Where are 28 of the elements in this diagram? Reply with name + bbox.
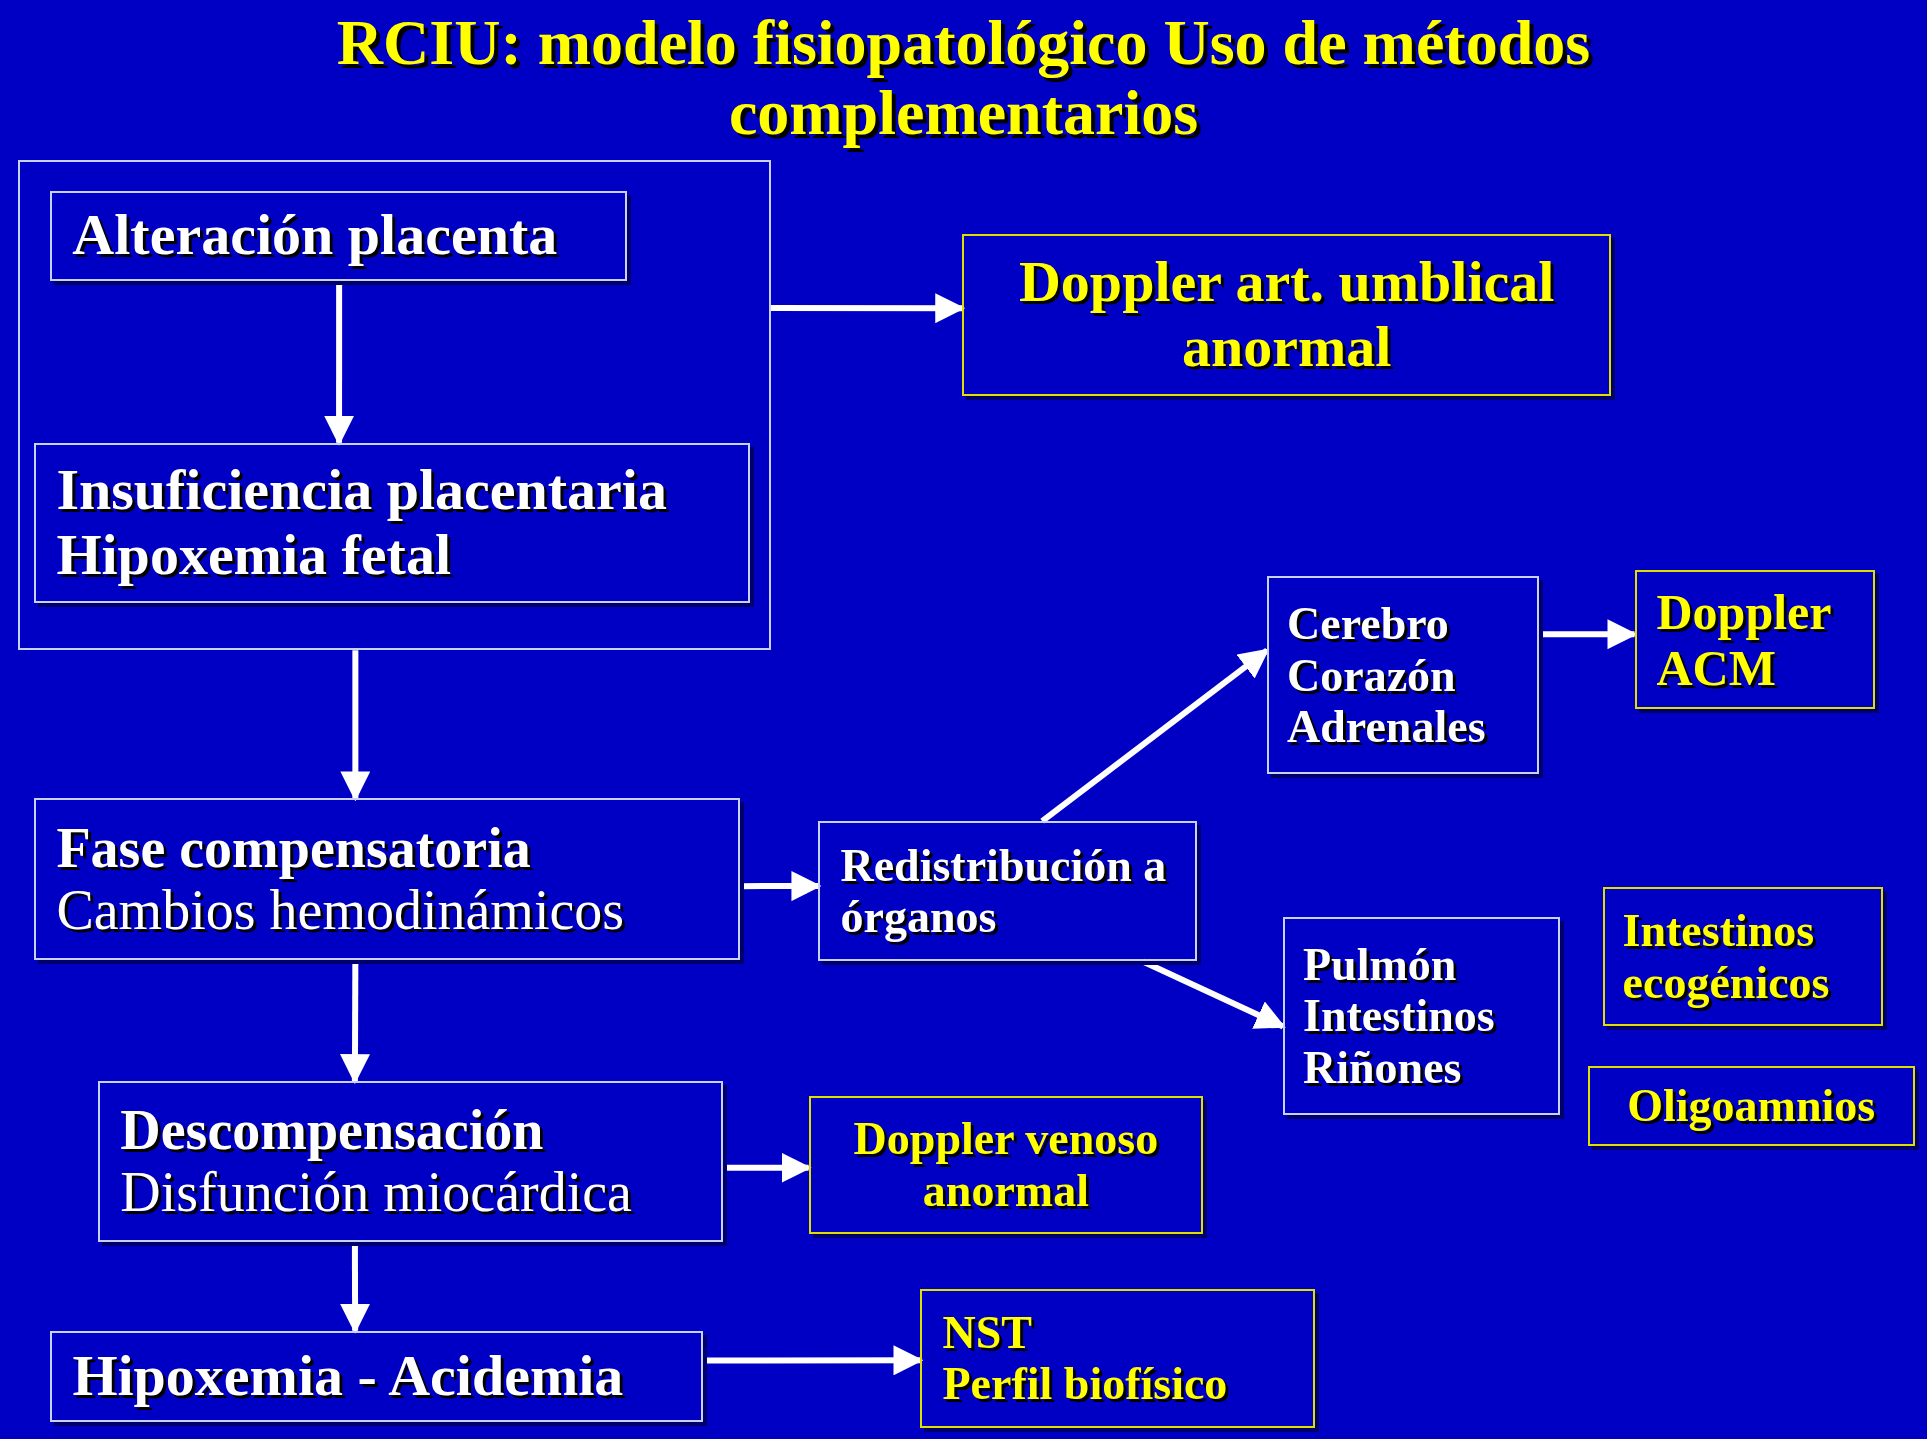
node-text: Riñones (1303, 1041, 1463, 1094)
arrow (1040, 647, 1270, 824)
node-text: Pulmón (1303, 938, 1458, 991)
node-text: Insuficiencia placentaria (56, 458, 668, 524)
node-text: Alteración placenta (72, 203, 559, 269)
node-text: Oligoamnios (1626, 1080, 1877, 1132)
node-text: Perfil biofísico (942, 1358, 1229, 1410)
node-text: Doppler art. umblical anormal (1018, 250, 1556, 380)
node-text: Redistribución a órganos (840, 839, 1168, 943)
node-text: Doppler ACM (1656, 583, 1832, 696)
node-text: Cerebro (1287, 598, 1450, 650)
node-text: Adrenales (1287, 701, 1487, 753)
title: RCIU: modelo fisiopatológico Uso de métodos complementarios (335, 8, 1592, 149)
group-box (18, 160, 771, 651)
arrow (340, 650, 371, 802)
node-text: Fase compensatoria (56, 816, 532, 880)
node-text: Hipoxemia fetal (56, 523, 453, 589)
node-text: Cambios hemodinámicos (56, 879, 626, 943)
node-text: NST (942, 1306, 1033, 1359)
process-box (1634, 570, 1876, 710)
node-text: Corazón (1287, 649, 1457, 702)
node-text: Hipoxemia - Acidemia (72, 1343, 625, 1409)
node-text: Descompensación (120, 1098, 545, 1162)
node-text: Disfunción miocárdica (120, 1161, 633, 1225)
arrow (770, 293, 966, 324)
node-text: Intestinos (1303, 990, 1496, 1042)
node-text: Intestinos ecogénicos (1622, 905, 1831, 1009)
node-text: Doppler venoso anormal (852, 1113, 1160, 1217)
